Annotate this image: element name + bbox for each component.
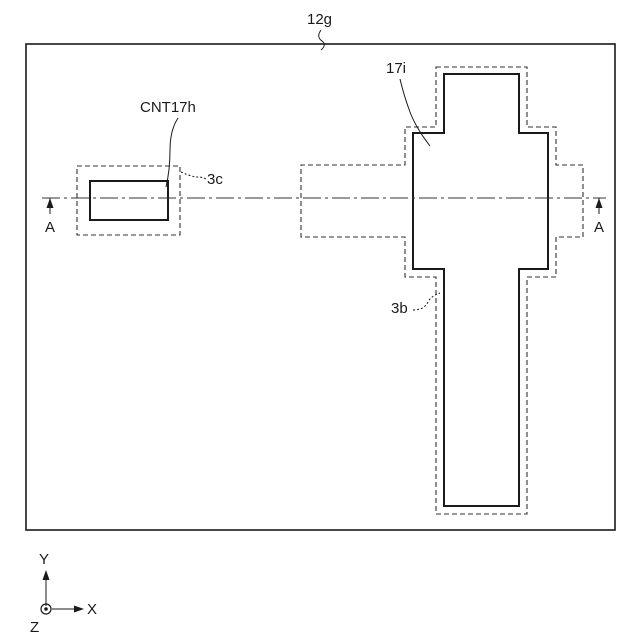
label-3b: 3b <box>391 300 408 317</box>
section-arrow-left <box>47 198 54 208</box>
label-cnt17h: CNT17h <box>140 99 196 116</box>
label-17i: 17i <box>386 60 406 77</box>
label-section-left: A <box>45 219 55 236</box>
label-substrate: 12g <box>307 11 332 28</box>
axis-y-arrow <box>43 570 50 580</box>
axis-x-label: X <box>87 601 97 618</box>
axis-z-dot-icon <box>44 607 48 611</box>
leader-substrate <box>319 30 325 50</box>
axis-y-label: Y <box>39 551 49 568</box>
leader-3c <box>181 172 206 179</box>
leader-17i <box>400 79 430 146</box>
region-3b-outline <box>301 67 583 514</box>
leader-cnt17h <box>166 118 178 187</box>
axis-z-label: Z <box>30 619 39 636</box>
region-3c-outline <box>77 166 180 235</box>
contact-17i-outline <box>413 74 548 506</box>
contact-cnt17h-outline <box>90 181 168 220</box>
label-section-right: A <box>594 219 604 236</box>
section-arrow-right <box>596 198 603 208</box>
axis-x-arrow <box>74 606 84 613</box>
label-3c: 3c <box>207 171 223 188</box>
